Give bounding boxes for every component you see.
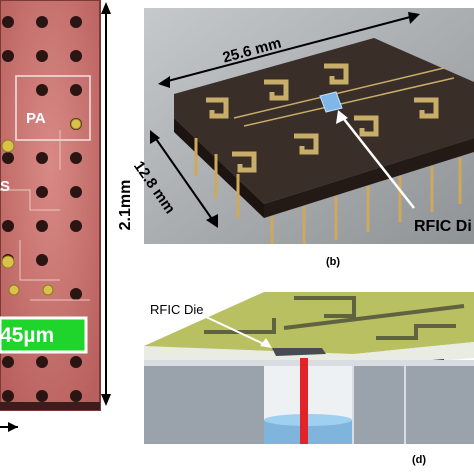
- panel-a: PA S 45µm: [0, 0, 108, 412]
- callout-rfic-die-d: RFIC Die: [150, 302, 204, 317]
- panel-b: 25.6 mm 12.8 mm RFIC Di: [130, 8, 474, 244]
- block-label-s: S: [0, 178, 11, 195]
- panel-d: RFIC Die: [144, 288, 474, 444]
- scale-bar-label: 45µm: [0, 324, 55, 347]
- cross-section-render: [144, 288, 474, 444]
- dimension-label-height: 2.1mm: [117, 179, 134, 231]
- dimension-arrow-left: [0, 420, 20, 432]
- dimension-arrow-height: [100, 0, 140, 412]
- caption-d: (d): [412, 454, 427, 466]
- callout-rfic-die-b: RFIC Di: [414, 218, 472, 235]
- block-label-pa: PA: [26, 110, 46, 127]
- chip-micrograph: [0, 0, 101, 411]
- package-photo: [144, 8, 474, 244]
- caption-b: (b): [326, 256, 341, 268]
